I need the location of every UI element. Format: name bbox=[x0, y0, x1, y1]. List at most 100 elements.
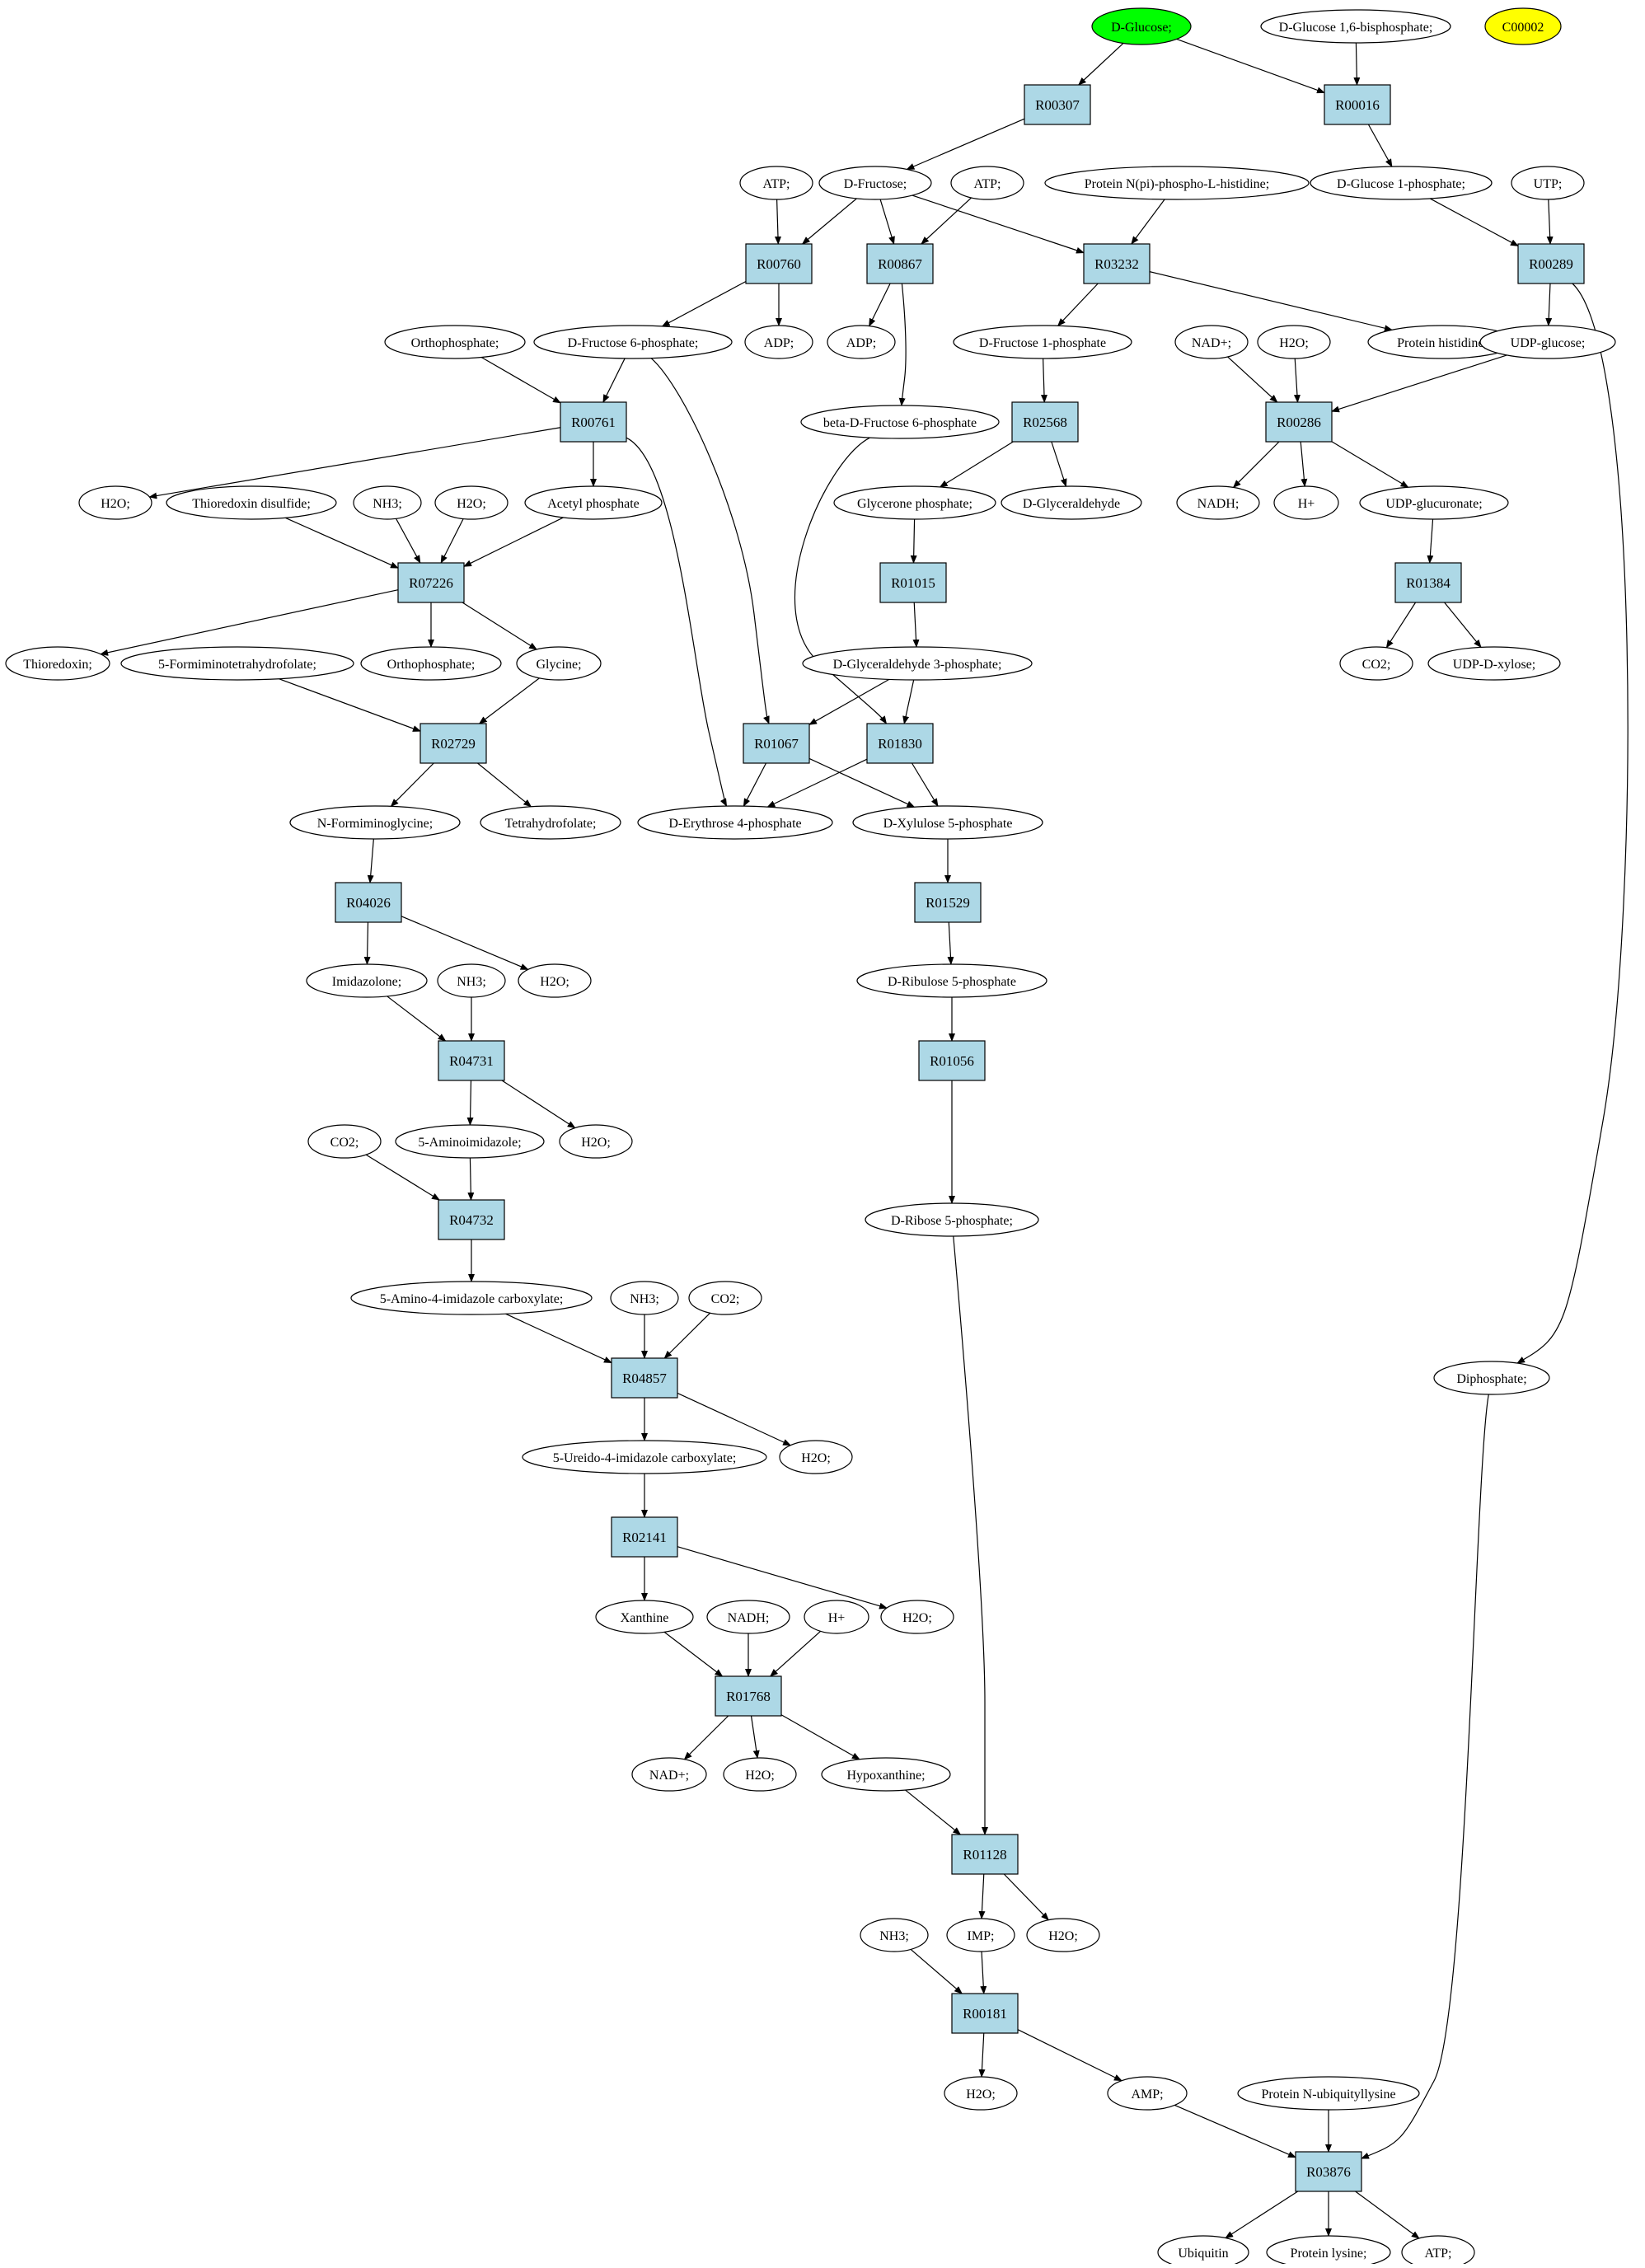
compound-node-h2o_f[interactable]: H2O; bbox=[779, 1440, 853, 1474]
compound-node-co2_c[interactable]: CO2; bbox=[688, 1281, 762, 1315]
compound-node-hplus2[interactable]: H+ bbox=[804, 1600, 869, 1634]
compound-node-h2o_h[interactable]: H2O; bbox=[723, 1757, 797, 1792]
reaction-node-r00760[interactable]: R00760 bbox=[745, 243, 813, 284]
compound-node-acetylp[interactable]: Acetyl phosphate bbox=[524, 485, 663, 520]
compound-node-bf6p[interactable]: beta-D-Fructose 6-phosphate bbox=[800, 405, 1000, 439]
compound-node-orthophos2[interactable]: Orthophosphate; bbox=[360, 646, 502, 681]
compound-node-adp1[interactable]: ADP; bbox=[744, 325, 813, 359]
compound-node-x5p[interactable]: D-Xylulose 5-phosphate bbox=[852, 805, 1043, 840]
reaction-node-r02729[interactable]: R02729 bbox=[419, 723, 487, 764]
reaction-node-r00016[interactable]: R00016 bbox=[1324, 84, 1391, 125]
reaction-node-r00307[interactable]: R00307 bbox=[1024, 84, 1091, 125]
compound-node-glucose[interactable]: D-Glucose; bbox=[1091, 7, 1192, 45]
compound-node-trx[interactable]: Thioredoxin; bbox=[5, 646, 110, 681]
compound-node-nh3_b[interactable]: NH3; bbox=[437, 963, 506, 998]
reaction-node-r04026[interactable]: R04026 bbox=[335, 882, 402, 923]
compound-node-imidazolone[interactable]: Imidazolone; bbox=[306, 963, 428, 998]
compound-node-co2_b[interactable]: CO2; bbox=[307, 1124, 382, 1159]
reaction-node-r02141[interactable]: R02141 bbox=[611, 1516, 678, 1558]
compound-node-dhap[interactable]: Glycerone phosphate; bbox=[833, 485, 996, 520]
compound-node-nh3_a[interactable]: NH3; bbox=[353, 485, 422, 520]
reaction-node-r02568[interactable]: R02568 bbox=[1011, 401, 1079, 443]
compound-node-aica[interactable]: 5-Amino-4-imidazole carboxylate; bbox=[350, 1281, 593, 1315]
compound-node-atp1[interactable]: ATP; bbox=[739, 166, 813, 200]
compound-node-e4p[interactable]: D-Erythrose 4-phosphate bbox=[637, 805, 833, 840]
compound-node-ubiquitin[interactable]: Ubiquitin bbox=[1157, 2235, 1249, 2268]
compound-node-nadh1[interactable]: NADH; bbox=[1176, 485, 1260, 520]
compound-node-h2o_j[interactable]: H2O; bbox=[944, 2076, 1018, 2111]
compound-node-nadh2[interactable]: NADH; bbox=[706, 1600, 790, 1634]
compound-node-h2o_b[interactable]: H2O; bbox=[78, 485, 152, 520]
reaction-node-r04731[interactable]: R04731 bbox=[438, 1040, 505, 1081]
compound-node-utp[interactable]: UTP; bbox=[1511, 166, 1585, 200]
compound-node-orthophos1[interactable]: Orthophosphate; bbox=[384, 325, 526, 359]
compound-node-fthf[interactable]: 5-Formiminotetrahydrofolate; bbox=[120, 646, 354, 681]
compound-node-co2_a[interactable]: CO2; bbox=[1339, 646, 1413, 681]
compound-node-trxss[interactable]: Thioredoxin disulfide; bbox=[166, 485, 337, 520]
compound-node-glc1p[interactable]: D-Glucose 1-phosphate; bbox=[1310, 166, 1493, 200]
reaction-node-r04857[interactable]: R04857 bbox=[611, 1357, 678, 1399]
compound-node-hplus1[interactable]: H+ bbox=[1273, 485, 1339, 520]
compound-node-atp3[interactable]: ATP; bbox=[1401, 2235, 1475, 2268]
compound-node-protlys[interactable]: Protein lysine; bbox=[1266, 2235, 1391, 2268]
reaction-node-r00181[interactable]: R00181 bbox=[951, 1993, 1019, 2034]
reaction-node-r03876[interactable]: R03876 bbox=[1295, 2151, 1362, 2192]
compound-node-thf[interactable]: Tetrahydrofolate; bbox=[480, 805, 621, 840]
compound-node-h2o_c[interactable]: H2O; bbox=[434, 485, 508, 520]
compound-node-ureido[interactable]: 5-Ureido-4-imidazole carboxylate; bbox=[522, 1440, 767, 1474]
compound-node-glc16bp[interactable]: D-Glucose 1,6-bisphosphate; bbox=[1260, 9, 1451, 44]
compound-node-g3p[interactable]: D-Glyceraldehyde 3-phosphate; bbox=[802, 646, 1033, 681]
reaction-node-r01056[interactable]: R01056 bbox=[918, 1040, 986, 1081]
compound-node-amp[interactable]: AMP; bbox=[1107, 2076, 1188, 2111]
compound-node-h2o_i[interactable]: H2O; bbox=[1026, 1918, 1100, 1952]
compound-ellipse bbox=[522, 1440, 767, 1474]
compound-node-hypox[interactable]: Hypoxanthine; bbox=[821, 1757, 951, 1792]
compound-node-ru5p[interactable]: D-Ribulose 5-phosphate bbox=[856, 963, 1047, 998]
reaction-node-r01015[interactable]: R01015 bbox=[879, 562, 947, 603]
reaction-node-r01128[interactable]: R01128 bbox=[951, 1834, 1019, 1875]
reaction-node-r01529[interactable]: R01529 bbox=[914, 882, 982, 923]
node-label: R00307 bbox=[1035, 97, 1080, 113]
reaction-node-r00289[interactable]: R00289 bbox=[1517, 243, 1585, 284]
compound-node-r5p[interactable]: D-Ribose 5-phosphate; bbox=[865, 1202, 1039, 1237]
compound-node-udpglcua[interactable]: UDP-glucuronate; bbox=[1359, 485, 1509, 520]
compound-node-imp[interactable]: IMP; bbox=[946, 1918, 1015, 1952]
compound-node-glyald[interactable]: D-Glyceraldehyde bbox=[1001, 485, 1142, 520]
compound-node-nadplus1[interactable]: NAD+; bbox=[1174, 325, 1249, 359]
compound-ellipse bbox=[595, 1600, 694, 1634]
node-label: R03876 bbox=[1306, 2164, 1351, 2180]
compound-node-h2o_a[interactable]: H2O; bbox=[1257, 325, 1331, 359]
reaction-node-r01830[interactable]: R01830 bbox=[866, 723, 934, 764]
reaction-node-r04732[interactable]: R04732 bbox=[438, 1199, 505, 1240]
reaction-node-r00286[interactable]: R00286 bbox=[1265, 401, 1333, 443]
compound-node-h2o_g[interactable]: H2O; bbox=[880, 1600, 954, 1634]
compound-node-udpglc[interactable]: UDP-glucose; bbox=[1479, 325, 1616, 359]
compound-node-aminoimid[interactable]: 5-Aminoimidazole; bbox=[395, 1124, 545, 1159]
compound-node-f6p[interactable]: D-Fructose 6-phosphate; bbox=[533, 325, 733, 359]
reaction-node-r00867[interactable]: R00867 bbox=[866, 243, 934, 284]
compound-node-glycine[interactable]: Glycine; bbox=[516, 646, 602, 681]
compound-node-protubi[interactable]: Protein N-ubiquityllysine bbox=[1237, 2076, 1420, 2111]
reaction-node-r01384[interactable]: R01384 bbox=[1394, 562, 1462, 603]
compound-node-c00002[interactable]: C00002 bbox=[1484, 7, 1562, 45]
reaction-node-r01067[interactable]: R01067 bbox=[743, 723, 810, 764]
compound-node-fructose[interactable]: D-Fructose; bbox=[818, 166, 932, 200]
compound-node-atp2[interactable]: ATP; bbox=[950, 166, 1024, 200]
compound-node-xanthine[interactable]: Xanthine bbox=[595, 1600, 694, 1634]
compound-node-nh3_c[interactable]: NH3; bbox=[610, 1281, 679, 1315]
compound-node-protnpi[interactable]: Protein N(pi)-phospho-L-histidine; bbox=[1044, 166, 1310, 200]
compound-node-prothis[interactable]: Protein histidine; bbox=[1367, 325, 1517, 359]
reaction-node-r01768[interactable]: R01768 bbox=[715, 1675, 782, 1717]
compound-node-udpxyl[interactable]: UDP-D-xylose; bbox=[1427, 646, 1561, 681]
compound-node-nadplus2[interactable]: NAD+; bbox=[631, 1757, 707, 1792]
reaction-node-r03232[interactable]: R03232 bbox=[1083, 243, 1151, 284]
reaction-node-r00761[interactable]: R00761 bbox=[560, 401, 627, 443]
reaction-node-r07226[interactable]: R07226 bbox=[397, 562, 465, 603]
compound-node-diphos[interactable]: Diphosphate; bbox=[1433, 1361, 1550, 1395]
compound-node-h2o_d[interactable]: H2O; bbox=[518, 963, 592, 998]
compound-node-f1p[interactable]: D-Fructose 1-phosphate bbox=[953, 325, 1132, 359]
compound-node-adp2[interactable]: ADP; bbox=[827, 325, 896, 359]
compound-node-nformgly[interactable]: N-Formiminoglycine; bbox=[289, 805, 461, 840]
compound-node-h2o_e[interactable]: H2O; bbox=[559, 1124, 633, 1159]
compound-node-nh3_d[interactable]: NH3; bbox=[860, 1918, 929, 1952]
